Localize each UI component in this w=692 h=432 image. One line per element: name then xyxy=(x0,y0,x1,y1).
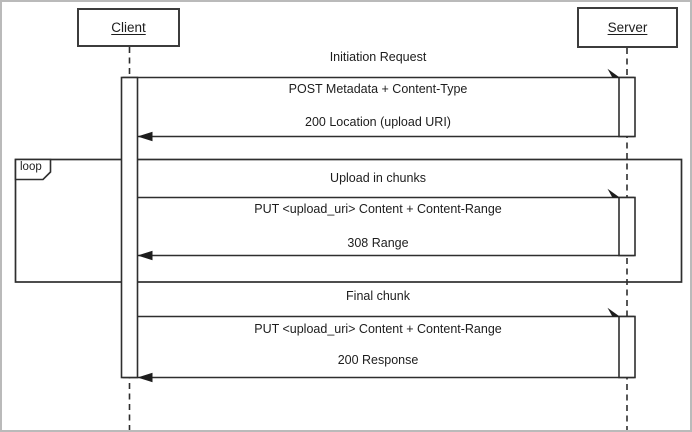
request-message-chunk: PUT <upload_uri> Content + Content-Range xyxy=(254,202,502,216)
response-arrowhead-icon-3 xyxy=(137,372,153,383)
actor-box-server: Server xyxy=(577,7,678,48)
request-message-final: PUT <upload_uri> Content + Content-Range xyxy=(254,322,502,336)
request-arrowhead-icon-2 xyxy=(607,188,620,198)
actor-box-client: Client xyxy=(77,8,180,47)
response-arrowhead-icon-2 xyxy=(137,250,153,261)
server-activation-bar-2 xyxy=(618,196,636,257)
section-label-final: Final chunk xyxy=(346,289,410,303)
actor-server-label: Server xyxy=(607,20,648,35)
loop-label-pentagon xyxy=(14,158,52,181)
response-message-initiation: 200 Location (upload URI) xyxy=(305,115,451,129)
request-arrowhead-icon-1 xyxy=(607,68,620,78)
response-message-final: 200 Response xyxy=(337,353,419,367)
section-label-initiation: Initiation Request xyxy=(329,50,427,64)
server-activation-bar-1 xyxy=(618,76,636,138)
section-label-chunk: Upload in chunks xyxy=(330,171,426,185)
client-activation-bar xyxy=(120,76,139,379)
server-activation-bar-3 xyxy=(618,315,636,379)
response-arrowhead-icon-1 xyxy=(137,131,153,142)
loop-fragment-label: loop xyxy=(20,161,42,173)
request-message-initiation: POST Metadata + Content-Type xyxy=(288,82,468,96)
actor-client-label: Client xyxy=(111,20,146,35)
request-arrowhead-icon-3 xyxy=(607,307,620,317)
response-message-chunk: 308 Range xyxy=(347,236,409,250)
loop-fragment-box xyxy=(14,158,683,283)
